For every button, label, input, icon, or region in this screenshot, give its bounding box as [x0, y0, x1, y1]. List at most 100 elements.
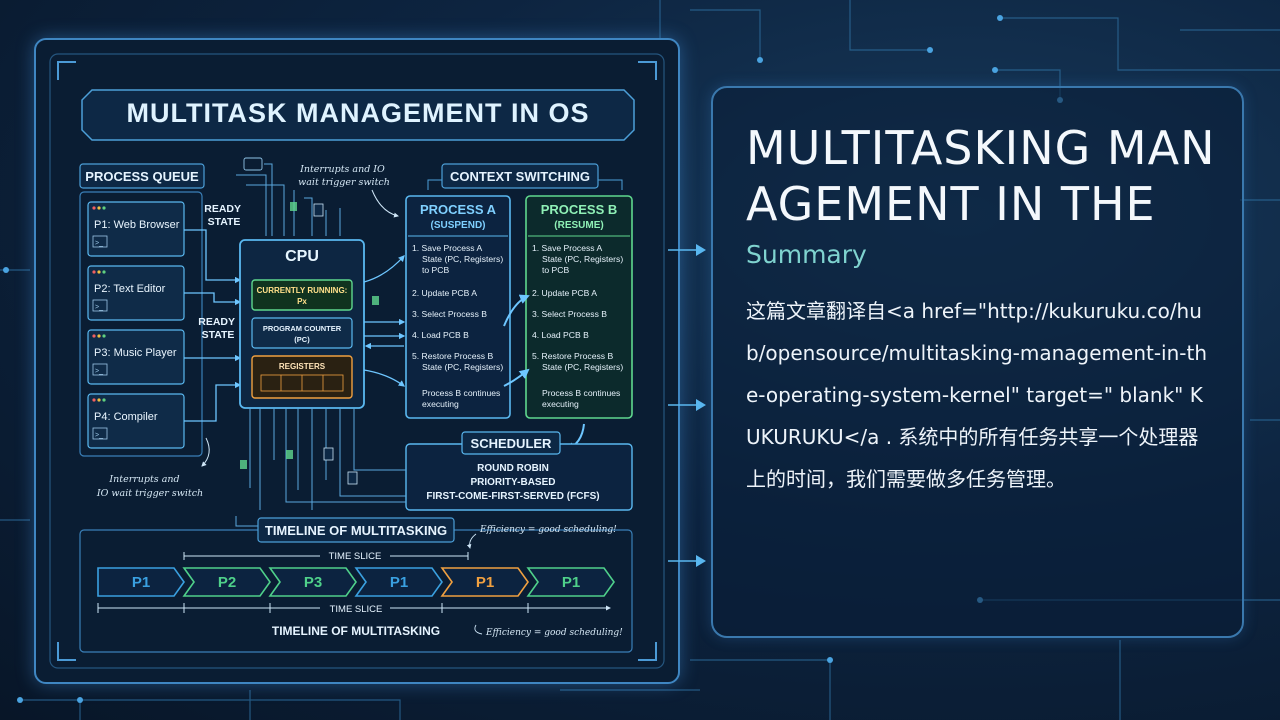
connector-arrow	[668, 555, 706, 567]
interrupt-note-bottom: Interrupts and IO wait trigger switch	[96, 474, 203, 499]
process-item-p4: P4: Compiler >_	[87, 393, 185, 449]
process-a-continues: Process B continues executing	[422, 388, 503, 409]
interrupt-note-line: Interrupts and IO	[299, 164, 385, 175]
program-counter-label-2: (PC)	[294, 335, 310, 344]
ready-text: READY	[204, 203, 241, 215]
process-a-step-1: 1. Save Process A State (PC, Registers) …	[412, 243, 506, 275]
process-a-step-5: 5. Restore Process B State (PC, Register…	[412, 351, 503, 372]
timeline-footer: TIMELINE OF MULTITASKING	[272, 624, 440, 638]
process-item-p1: P1: Web Browser >_	[87, 201, 185, 257]
process-b-subtitle: (RESUME)	[554, 220, 603, 231]
summary-body: 这篇文章翻译自<a href="http://kukuruku.co/hub/o…	[746, 299, 1208, 491]
interrupt-note-line: Interrupts and	[108, 474, 179, 485]
chip-icon	[286, 450, 293, 459]
process-item-p3: P3: Music Player >_	[87, 329, 185, 385]
chip-icon	[240, 460, 247, 469]
efficiency-note-top: Efficiency = good scheduling!	[479, 525, 617, 535]
process-a-subtitle: (SUSPEND)	[430, 220, 485, 231]
connector-arrow	[668, 399, 706, 411]
process-b-step-2: 2. Update PCB A	[532, 288, 597, 298]
registers-label: REGISTERS	[279, 362, 326, 371]
step-line: State (PC, Registers)	[542, 254, 623, 264]
timeline-slice-label: P3	[304, 574, 322, 591]
timeline-heading: TIMELINE OF MULTITASKING	[265, 523, 447, 538]
efficiency-note-bottom: Efficiency = good scheduling!	[485, 628, 623, 638]
step-line: Process B continues	[422, 388, 500, 398]
queue-to-cpu-arrows	[184, 229, 242, 422]
step-line: State (PC, Registers)	[422, 362, 503, 372]
process-a-step-3: 3. Select Process B	[412, 309, 487, 319]
ready-state-label-mid: READY STATE	[198, 316, 238, 341]
document-icon	[313, 203, 324, 217]
step-line: 5. Restore Process B	[412, 351, 493, 361]
state-text: STATE	[208, 216, 241, 228]
summary-title: MULTITASKING MANAGEMENT IN THE	[746, 121, 1216, 231]
process-b-step-4: 4. Load PCB B	[532, 330, 589, 340]
ready-state-label-top: READY STATE	[204, 203, 244, 228]
step-line: 5. Restore Process B	[532, 351, 613, 361]
scheduler-heading: SCHEDULER	[471, 436, 553, 451]
context-switching-heading: CONTEXT SWITCHING	[450, 169, 590, 184]
process-b-panel: PROCESS B (RESUME) 1. Save Process A Sta…	[525, 195, 633, 419]
process-b-step-5: 5. Restore Process B State (PC, Register…	[532, 351, 623, 372]
process-item-label: P4: Compiler	[94, 411, 158, 423]
step-line: 1. Save Process A	[412, 243, 482, 253]
step-line: to PCB	[422, 265, 449, 275]
timeline-slice-label: P1	[562, 574, 580, 591]
cpu-running-label: CURRENTLY RUNNING:	[257, 286, 348, 295]
connector-arrow	[668, 244, 706, 256]
timeline-slice	[268, 567, 357, 597]
scheduler-line-1: ROUND ROBIN	[477, 463, 549, 474]
infographic-title: MULTITASK MANAGEMENT IN OS	[127, 98, 590, 128]
timeline-slice-label: P1	[476, 574, 494, 591]
process-item-label: P3: Music Player	[94, 347, 177, 359]
terminal-icon: >_	[95, 240, 103, 247]
process-item-label: P2: Text Editor	[94, 283, 166, 295]
terminal-icon	[243, 157, 263, 171]
document-icon	[323, 447, 334, 461]
terminal-icon: >_	[95, 432, 103, 439]
time-slice-label-bottom: TIME SLICE	[330, 604, 383, 615]
step-line: Process B continues	[542, 388, 620, 398]
timeline-slice	[97, 567, 185, 597]
document-icon	[347, 471, 358, 485]
timeline-slice-label: P1	[390, 574, 408, 591]
timeline-panel: TIMELINE OF MULTITASKING Efficiency = go…	[79, 517, 633, 653]
process-b-step-3: 3. Select Process B	[532, 309, 607, 319]
ready-text: READY	[198, 316, 235, 328]
interrupt-note-top: Interrupts and IO wait trigger switch	[298, 164, 390, 188]
state-text: STATE	[202, 329, 235, 341]
timeline-slice-label: P1	[132, 574, 150, 591]
timeline-slice	[354, 567, 443, 597]
process-item-p2: P2: Text Editor >_	[87, 265, 185, 321]
timeline-slice	[182, 567, 271, 597]
timeline-slice	[440, 567, 529, 597]
process-b-title: PROCESS B	[541, 202, 618, 217]
process-b-step-1: 1. Save Process A State (PC, Registers) …	[532, 243, 626, 275]
scheduler-line-3: FIRST-COME-FIRST-SERVED (FCFS)	[426, 491, 599, 502]
program-counter-label: PROGRAM COUNTER	[263, 324, 342, 333]
timeline-slice-label: P2	[218, 574, 236, 591]
process-queue-heading: PROCESS QUEUE	[85, 169, 199, 184]
scheduler-panel: SCHEDULER ROUND ROBIN PRIORITY-BASED FIR…	[405, 431, 633, 511]
step-line: to PCB	[542, 265, 569, 275]
timeline-slice	[526, 567, 615, 597]
step-line: executing	[542, 399, 579, 409]
step-line: 1. Save Process A	[532, 243, 602, 253]
os-multitasking-infographic: MULTITASK MANAGEMENT IN OS PROCESS QUEUE…	[34, 38, 680, 684]
cpu-to-context-arrows	[363, 255, 406, 387]
step-line: State (PC, Registers)	[542, 362, 623, 372]
step-line: executing	[422, 399, 459, 409]
interrupt-note-line: wait trigger switch	[298, 177, 390, 188]
terminal-icon: >_	[95, 304, 103, 311]
process-a-panel: PROCESS A (SUSPEND) 1. Save Process A St…	[405, 195, 511, 419]
process-a-title: PROCESS A	[420, 202, 497, 217]
time-slice-label-top: TIME SLICE	[329, 551, 382, 562]
process-a-step-4: 4. Load PCB B	[412, 330, 469, 340]
process-b-continues: Process B continues executing	[542, 388, 623, 409]
scheduler-line-2: PRIORITY-BASED	[470, 477, 555, 488]
interrupt-note-line: IO wait trigger switch	[96, 488, 203, 499]
terminal-icon: >_	[95, 368, 103, 375]
chip-icon	[372, 296, 379, 305]
summary-panel: MULTITASKING MANAGEMENT IN THE Summary 这…	[711, 86, 1244, 638]
